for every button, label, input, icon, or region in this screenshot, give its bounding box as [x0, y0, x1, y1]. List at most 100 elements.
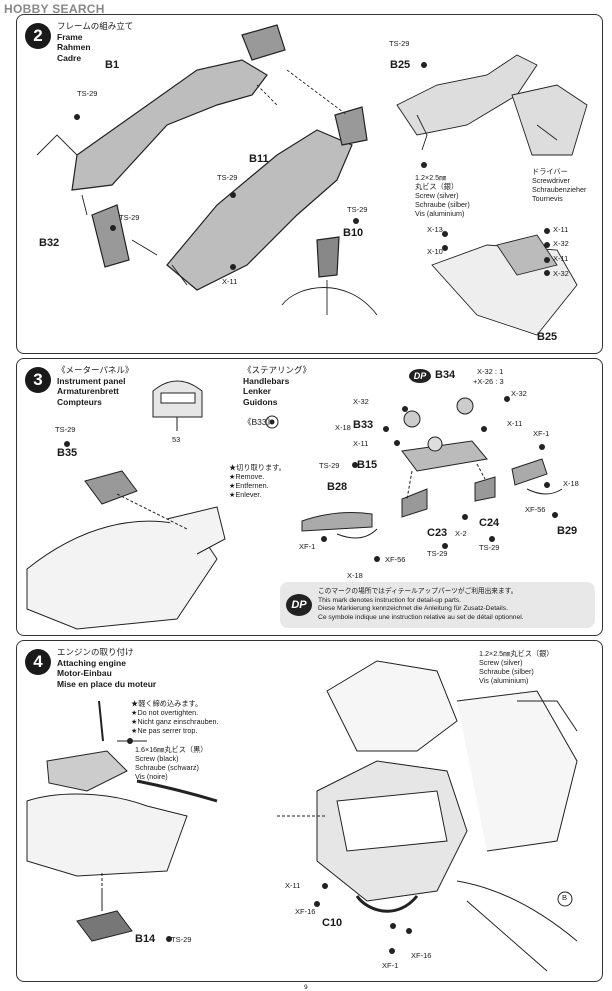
paint-x18-c: X-18 [347, 571, 363, 580]
paint-xf16-b: XF-16 [411, 951, 432, 960]
part-b32-shape [91, 204, 130, 268]
caution-note: ★軽く締め込みます。 ★Do not overtighten. ★Nicht g… [131, 699, 219, 735]
paint-x18-b: X-18 [563, 479, 579, 488]
decal-53: 53 [172, 435, 181, 444]
circle-b-marker: B [562, 893, 568, 902]
step-2-title-fr: Cadre [57, 52, 82, 63]
driver-en: Screwdriver [532, 176, 570, 185]
caution-en: ★Do not overtighten. [131, 708, 199, 717]
step-number-2: 2 [25, 23, 51, 49]
screwdriver-note: ドライバー Screwdriver Schraubenzieher Tourne… [532, 167, 586, 203]
screw16-fr: Vis (noire) [135, 772, 168, 781]
step-2-title-en: Frame [57, 31, 83, 42]
screw-silver-note-4: 1.2×2.5㎜丸ビス（銀） Screw (silver) Schraube (… [479, 649, 554, 685]
caution-de: ★Nicht ganz einschrauben. [131, 717, 219, 726]
steer-de: Lenker [243, 386, 271, 396]
step-2-title-jp: フレームの組み立て [57, 21, 134, 31]
paint-xf56-b: XF-56 [385, 555, 406, 564]
paint-xf1: XF-1 [382, 961, 399, 970]
paint-ts29-c24: TS-29 [479, 543, 500, 552]
screw-size: 1.2×2.5㎜ [415, 173, 447, 182]
screw-de: Schraube (silber) [415, 200, 470, 209]
driver-fr: Tournevis [532, 194, 563, 203]
page-number: 9 [304, 984, 308, 991]
paint-ts29-c23: TS-29 [427, 549, 448, 558]
step-4-title-fr: Mise en place du moteur [57, 678, 157, 689]
paint-ts29-b: TS-29 [119, 213, 140, 222]
label-b1: B1 [105, 59, 120, 71]
paint-x32-a: X-32 [553, 239, 569, 248]
paint-xf1-b: XF-1 [299, 542, 316, 551]
meter-fr: Compteurs [57, 396, 102, 407]
paint-xf16-a: XF-16 [295, 907, 316, 916]
b33-label: 《B33》 [243, 417, 276, 427]
remove-de: ★Entfernen. [229, 481, 269, 490]
label-b28: B28 [327, 481, 348, 493]
paint-mix-1: X-32 : 1 [477, 367, 504, 376]
paint-ts29-d: TS-29 [347, 205, 368, 214]
step-2-title-de: Rahmen [57, 42, 91, 52]
screw-en: Screw (silver) [415, 191, 459, 200]
paint-x10: X-10 [427, 247, 443, 256]
paint-xf1-a: XF-1 [533, 429, 550, 438]
label-b29: B29 [557, 525, 578, 537]
step-4-title-de: Motor-Einbau [57, 668, 112, 678]
instrument-panel-title: 《メーターパネル》 Instrument panel Armaturenbret… [57, 365, 133, 407]
paint-x11: X-11 [285, 881, 301, 890]
label-b33: B33 [353, 419, 374, 431]
paint-x32-b: X-32 [511, 389, 527, 398]
paint-ts29-b35: TS-29 [55, 425, 76, 434]
step-2-title: フレームの組み立て Frame Rahmen Cadre [57, 21, 133, 63]
label-b15: B15 [357, 459, 378, 471]
label-b10: B10 [343, 227, 364, 239]
frame-b11-shape [166, 129, 353, 291]
step-4-panel: 4 エンジンの取り付け Attaching engine Motor-Einba… [16, 640, 603, 982]
screw16-size: 1.6×16㎜丸ビス（黒） [135, 745, 208, 754]
paint-xf56-a: XF-56 [525, 505, 546, 514]
label-c24: C24 [479, 517, 500, 529]
label-b25-top: B25 [390, 59, 411, 71]
steer-en: Handlebars [243, 375, 290, 386]
label-c10: C10 [322, 917, 343, 929]
steer-jp: 《ステアリング》 [243, 365, 312, 375]
step-3-illustration [26, 380, 563, 630]
screw12-de: Schraube (silber) [479, 667, 534, 676]
step-4-title-en: Attaching engine [57, 657, 126, 668]
label-b14: B14 [135, 933, 156, 945]
meter-de: Armaturenbrett [57, 386, 119, 396]
screw16-en: Screw (black) [135, 754, 179, 763]
label-b34: B34 [435, 369, 456, 381]
label-b35: B35 [57, 447, 78, 459]
dp-en: This mark denotes instruction for detail… [318, 596, 462, 604]
paint-x32-b: X-32 [553, 269, 569, 278]
paint-ts29-b14: TS-29 [171, 935, 192, 944]
paint-ts29-a: TS-29 [77, 89, 98, 98]
paint-ts29-b15: TS-29 [319, 461, 340, 470]
frame-b1-shape [71, 59, 268, 191]
paint-x13: X-13 [427, 225, 443, 234]
caution-fr: ★Ne pas serrer trop. [131, 726, 198, 735]
dp-mark-b34: DP [409, 369, 431, 383]
screw-jp: 丸ビス（銀） [415, 182, 459, 191]
driver-de: Schraubenzieher [532, 185, 587, 194]
paint-x32-a: X-32 [353, 397, 369, 406]
screw12-size: 1.2×2.5㎜丸ビス（銀） [479, 649, 554, 658]
paint-x2: X-2 [455, 529, 467, 538]
screw-silver-note: 1.2×2.5㎜ 丸ビス（銀） Screw (silver) Schraube … [415, 173, 470, 218]
dp-note-text: このマークの場所ではディテールアップパーツがご利用出来ます。 This mark… [318, 588, 524, 622]
steer-fr: Guidons [243, 396, 278, 407]
remove-jp: ★切り取ります。 [229, 463, 286, 472]
dp-note-box: DP このマークの場所ではディテールアップパーツがご利用出来ます。 This m… [280, 582, 595, 628]
paint-x18-a: X-18 [335, 423, 351, 432]
paint-mix-2: +X-26 : 3 [473, 377, 504, 386]
watermark: HOBBY SEARCH [4, 2, 105, 16]
dp-jp: このマークの場所ではディテールアップパーツがご利用出来ます。 [318, 588, 518, 595]
paint-x11-c: X-11 [553, 254, 569, 263]
step-2-illustration [36, 24, 588, 336]
label-b32: B32 [39, 237, 60, 249]
paint-x11-a: X-11 [353, 439, 369, 448]
screw-fr: Vis (aluminium) [415, 209, 465, 218]
dp-mark-note: DP [286, 594, 312, 616]
screw-black-note: 1.6×16㎜丸ビス（黒） Screw (black) Schraube (sc… [135, 745, 208, 781]
paint-ts29-c: TS-29 [217, 173, 238, 182]
